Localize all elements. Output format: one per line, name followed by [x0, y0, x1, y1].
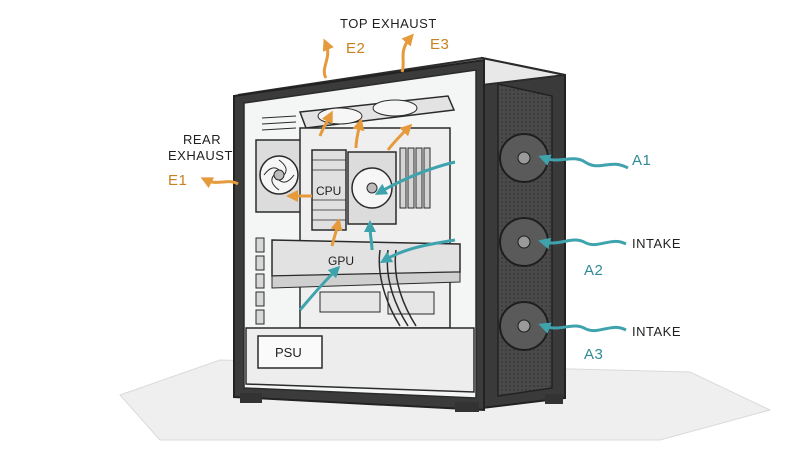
cpu-cooler: [311, 149, 347, 231]
intake-label-a2: INTAKE: [632, 236, 681, 251]
rear-exhaust-label-line2: EXHAUST: [168, 148, 233, 163]
internal-airflow-arrow: [298, 265, 341, 311]
internal-exhaust-arrow: [330, 218, 343, 247]
code-e2: E2: [346, 40, 366, 57]
exhaust-arrow-e1: [200, 177, 239, 189]
graphics-card: [271, 239, 461, 289]
code-a1: A1: [632, 152, 652, 169]
intake-arrow-a2: [538, 237, 627, 250]
cpu-label: CPU: [316, 184, 342, 198]
intake-arrow-a1: [538, 154, 629, 170]
rear-io-slots: [261, 115, 297, 131]
internal-airflow-arrow: [374, 160, 456, 195]
lower-board: [319, 291, 435, 315]
front-fan-a1: [499, 133, 549, 183]
code-e1: E1: [168, 172, 188, 189]
top-exhaust-label: TOP EXHAUST: [340, 16, 437, 31]
intake-arrow-a3: [538, 322, 627, 334]
front-fan-a2: [499, 217, 549, 267]
intake-label-a3: INTAKE: [632, 324, 681, 339]
foot: [240, 393, 262, 403]
rear-exhaust-label-line1: REAR: [183, 132, 222, 147]
rear-fan-e1: [255, 139, 303, 213]
internal-airflow-arrow: [379, 238, 456, 264]
internal-airflow-arrow: [364, 220, 377, 251]
code-a2: A2: [584, 262, 604, 279]
internal-exhaust-arrow: [318, 110, 333, 137]
foot: [455, 402, 479, 412]
code-a3: A3: [584, 346, 604, 363]
front-fan-a3: [499, 301, 549, 351]
internal-exhaust-arrow: [352, 118, 365, 149]
cpu-fan: [347, 151, 397, 225]
psu-box: [257, 335, 323, 369]
psu-label: PSU: [275, 345, 302, 360]
gpu-label: GPU: [328, 254, 355, 268]
pci-brackets: [255, 237, 265, 325]
foot: [545, 394, 563, 404]
exhaust-arrow-e3: [400, 33, 414, 73]
exhaust-arrow-e2: [322, 38, 334, 79]
internal-exhaust-arrow: [386, 123, 413, 151]
code-e3: E3: [430, 36, 450, 53]
